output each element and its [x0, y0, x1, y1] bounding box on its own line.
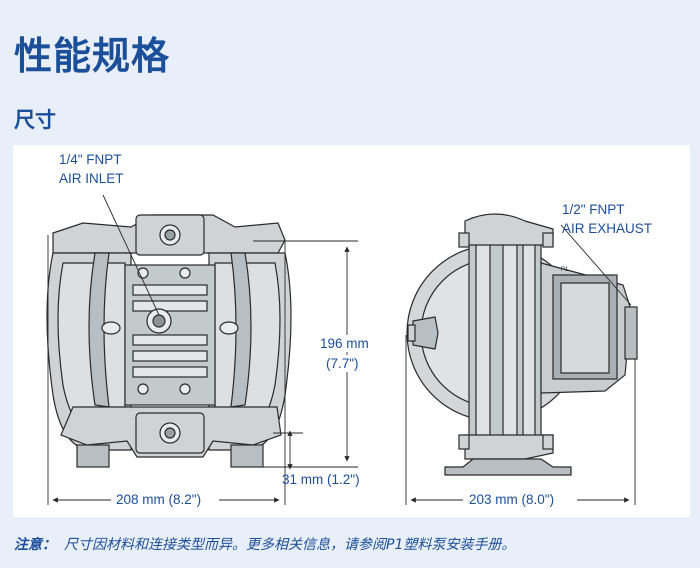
- air-exhaust-size-label: 1/2" FNPT: [562, 202, 625, 217]
- air-exhaust-name-label: AIR EXHAUST: [562, 221, 653, 236]
- side-dimension-lines: [405, 224, 636, 505]
- dimensions-diagram: P1 1/4" FNPT AIR INLET 1/2" FNPT AIR EXH…: [13, 145, 690, 517]
- section-title-dimensions: 尺寸: [14, 108, 56, 132]
- pump-drawing: P1: [46, 194, 638, 505]
- air-inlet-name-label: AIR INLET: [59, 171, 124, 186]
- width-front-label: 208 mm (8.2"): [116, 492, 202, 507]
- side-view: [406, 213, 638, 476]
- page-title: 性能规格: [14, 34, 171, 78]
- height-mm-label: 196 mm: [318, 335, 371, 352]
- height-in-label: (7.7"): [324, 355, 361, 372]
- front-dimension-lines: [47, 194, 358, 505]
- footnote-label: 注意：: [14, 537, 56, 553]
- footnote-text: 尺寸因材料和连接类型而异。更多相关信息，请参阅P1塑料泵安装手册。: [64, 537, 516, 553]
- air-inlet-size-label: 1/4" FNPT: [59, 152, 122, 167]
- front-view: [46, 214, 292, 468]
- footnote: 注意： 尺寸因材料和连接类型而异。更多相关信息，请参阅P1塑料泵安装手册。: [14, 535, 515, 555]
- width-side-label: 203 mm (8.0"): [469, 492, 555, 507]
- base-height-label: 31 mm (1.2"): [282, 472, 360, 487]
- model-plate-text: P1: [561, 267, 569, 273]
